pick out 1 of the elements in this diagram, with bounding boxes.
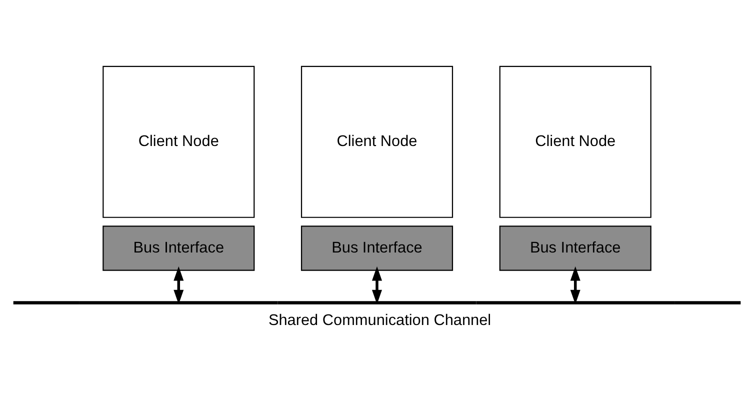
node-label: Shared Communication Channel [268, 312, 492, 330]
